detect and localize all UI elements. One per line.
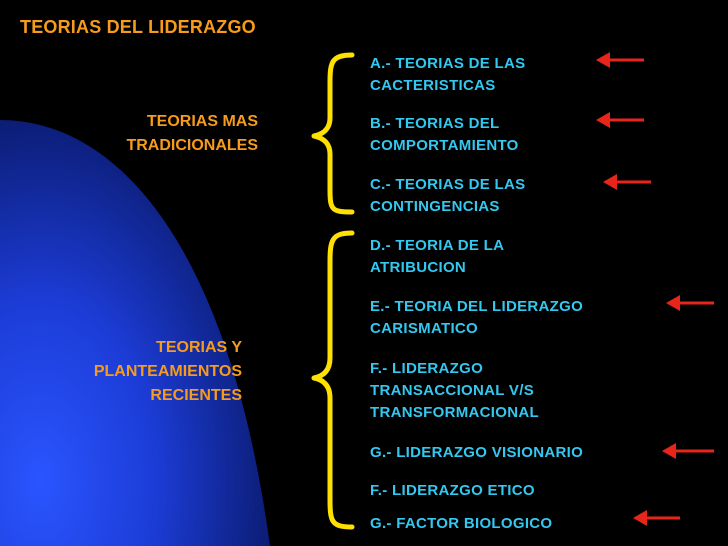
list-item-f2: F.- LIDERAZGO ETICO (370, 480, 535, 502)
item-line: COMPORTAMIENTO (370, 137, 519, 154)
arrow-left-icon (603, 174, 651, 190)
arrow-left-icon (633, 510, 680, 526)
group-label-line: RECIENTES (150, 387, 242, 404)
item-line: D.- TEORIA DE LA (370, 237, 505, 254)
slide-title: TEORIAS DEL LIDERAZGO (20, 17, 256, 37)
list-item-g: G.- LIDERAZGO VISIONARIO (370, 442, 583, 464)
list-item-d: D.- TEORIA DE LA ATRIBUCION (370, 235, 504, 279)
item-line: G.- FACTOR BIOLOGICO (370, 515, 553, 532)
brace-recent (311, 230, 355, 530)
item-line: TRANSACCIONAL V/S (370, 382, 534, 399)
arrow-left-icon (662, 443, 714, 459)
item-line: A.- TEORIAS DE LAS (370, 55, 526, 72)
item-line: CACTERISTICAS (370, 77, 496, 94)
group-label-recent: TEORIAS Y PLANTEAMIENTOS RECIENTES (30, 336, 242, 408)
item-line: G.- LIDERAZGO VISIONARIO (370, 444, 584, 461)
group-label-traditional: TEORIAS MAS TRADICIONALES (60, 110, 258, 158)
item-line: F.- LIDERAZGO (370, 360, 484, 377)
list-item-e: E.- TEORIA DEL LIDERAZGO CARISMATICO (370, 296, 583, 340)
item-line: C.- TEORIAS DE LAS (370, 176, 526, 193)
list-item-f: F.- LIDERAZGO TRANSACCIONAL V/S TRANSFOR… (370, 358, 539, 424)
arrow-left-icon (596, 112, 644, 128)
list-item-b: B.- TEORIAS DEL COMPORTAMIENTO (370, 113, 519, 157)
item-line: B.- TEORIAS DEL (370, 115, 500, 132)
list-item-c: C.- TEORIAS DE LAS CONTINGENCIAS (370, 174, 525, 218)
list-item-g2: G.- FACTOR BIOLOGICO (370, 513, 552, 535)
list-item-a: A.- TEORIAS DE LAS CACTERISTICAS (370, 53, 525, 97)
item-line: ATRIBUCION (370, 259, 467, 276)
brace-traditional (311, 52, 355, 215)
item-line: F.- LIDERAZGO ETICO (370, 482, 535, 499)
item-line: E.- TEORIA DEL LIDERAZGO (370, 298, 584, 315)
item-line: CONTINGENCIAS (370, 198, 500, 215)
item-line: CARISMATICO (370, 320, 479, 337)
group-label-line: TEORIAS Y (156, 339, 242, 356)
group-label-line: TEORIAS MAS (146, 113, 258, 130)
arrow-left-icon (596, 52, 644, 68)
group-label-line: TRADICIONALES (126, 137, 258, 154)
item-line: TRANSFORMACIONAL (370, 404, 539, 421)
group-label-line: PLANTEAMIENTOS (93, 363, 242, 380)
arrow-left-icon (666, 295, 714, 311)
